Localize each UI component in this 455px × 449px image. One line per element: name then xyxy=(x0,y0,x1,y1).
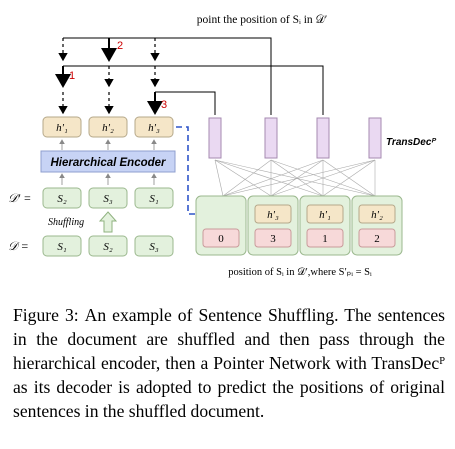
encoder-arrows xyxy=(59,139,157,185)
shuffled-box-2 xyxy=(88,187,128,209)
encoder-label: Hierarchical Encoder xyxy=(50,157,166,169)
shuffled-box-1 xyxy=(42,187,82,209)
step-number-1: 1 xyxy=(69,70,75,82)
position-label-3: 1 xyxy=(322,233,328,245)
position-label-4: 2 xyxy=(374,233,380,245)
original-label-1: S₁ xyxy=(57,241,67,253)
position-label-2: 3 xyxy=(270,233,276,245)
sentence-shuffling-diagram: point the position of Sᵢ in 𝒟′ 2 1 3 h′₁… xyxy=(8,14,436,278)
decoder-hidden-label-2: h′₁ xyxy=(319,209,331,221)
decoder-hidden-box-3 xyxy=(358,204,396,224)
decoder-label: TransDecᴾ xyxy=(386,137,436,148)
decoder-columns xyxy=(208,117,382,159)
decoder-hidden-box-2 xyxy=(306,204,344,224)
figure-caption: Figure 3:An example of Sentence Shufflin… xyxy=(13,303,445,423)
hierarchical-encoder xyxy=(40,150,176,173)
decoder-hidden-label-1: h′₃ xyxy=(267,209,279,221)
decoder-column-1 xyxy=(208,117,222,159)
d-label: 𝒟 = xyxy=(8,239,29,253)
position-box-4 xyxy=(358,228,396,248)
hidden-box-1 xyxy=(42,116,82,138)
d-prime-label: 𝒟′ = xyxy=(8,191,31,205)
original-box-3 xyxy=(134,235,174,257)
shuffling-label: Shuffling xyxy=(48,217,84,228)
hidden-label-1: h′₁ xyxy=(56,122,68,134)
position-box-3 xyxy=(306,228,344,248)
hidden-label-3: h′₃ xyxy=(148,122,160,134)
decoder-column-4 xyxy=(368,117,382,159)
shuffled-label-1: S₂ xyxy=(57,193,67,205)
original-box-2 xyxy=(88,235,128,257)
top-dashed-arrows xyxy=(55,38,163,115)
original-label-3: S₃ xyxy=(149,241,159,253)
bottom-label: position of Sᵢ in 𝒟′,where S′ₚᵢ = Sᵢ xyxy=(228,266,372,278)
position-box-2 xyxy=(254,228,292,248)
shuffled-label-3: S₁ xyxy=(149,193,159,205)
decoder-column-3 xyxy=(316,117,330,159)
position-label-1: 0 xyxy=(218,233,224,245)
original-box-1 xyxy=(42,235,82,257)
caption-figure-number: Figure 3: xyxy=(13,305,79,325)
top-label: point the position of Sᵢ in 𝒟′ xyxy=(197,14,328,26)
original-label-2: S₂ xyxy=(103,241,113,253)
pointer-lines xyxy=(63,37,324,115)
hidden-box-2 xyxy=(88,116,128,138)
decoder-hidden-box-1 xyxy=(254,204,292,224)
shuffled-label-2: S₃ xyxy=(103,193,113,205)
position-box-1 xyxy=(202,228,240,248)
step-number-3: 3 xyxy=(161,99,167,111)
shuffle-up-arrow xyxy=(98,211,118,233)
step-number-2: 2 xyxy=(117,40,123,52)
shuffled-box-3 xyxy=(134,187,174,209)
hidden-label-2: h′₂ xyxy=(102,122,114,134)
decoder-inputs: h′₃ h′₁ h′₂ 0 3 1 2 xyxy=(195,195,403,256)
decoder-hidden-label-3: h′₂ xyxy=(371,209,383,221)
hidden-box-3 xyxy=(134,116,174,138)
decoder-mesh xyxy=(214,159,376,197)
caption-text: An example of Sentence Shuffling. The se… xyxy=(13,305,445,421)
hidden-states: h′₁ h′₂ h′₃ xyxy=(42,116,174,138)
decoder-column-2 xyxy=(264,117,278,159)
